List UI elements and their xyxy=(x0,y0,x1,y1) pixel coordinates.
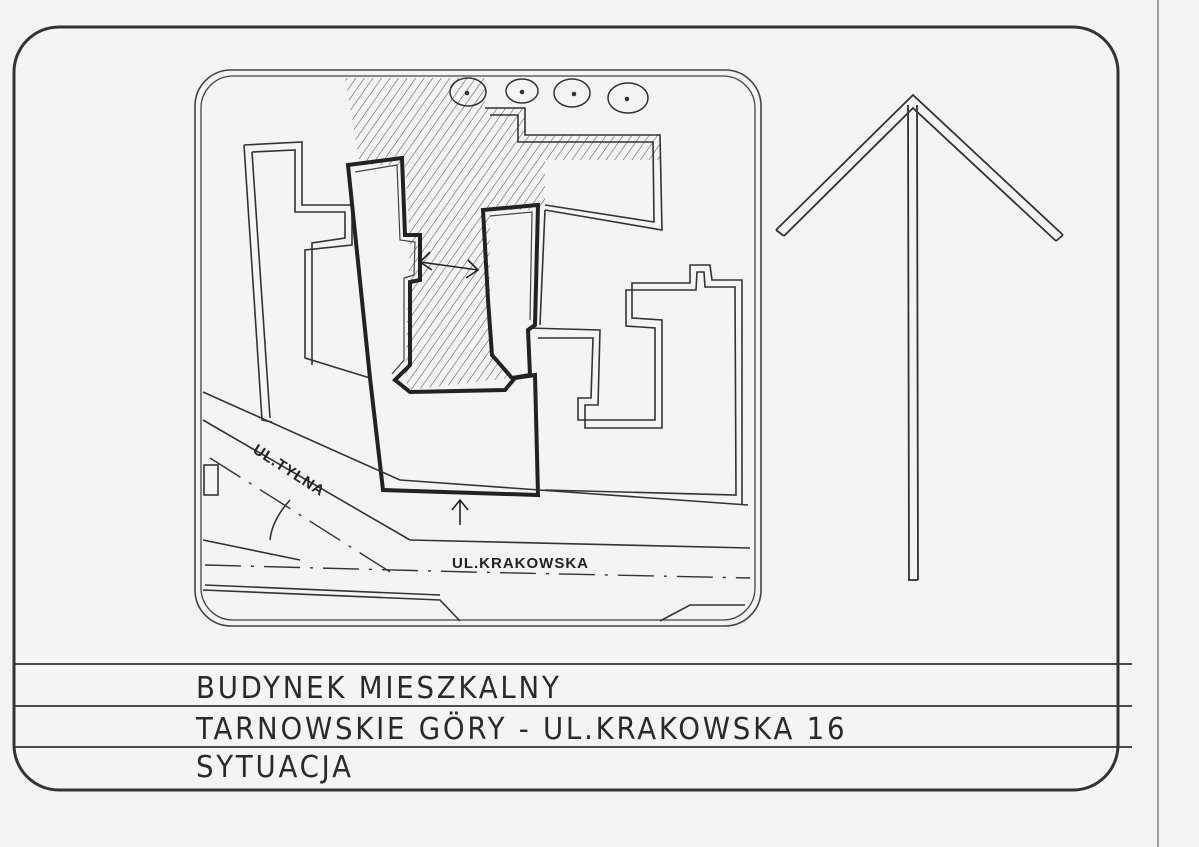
plan-frame xyxy=(194,69,762,627)
title-building-type: BUDYNEK MIESZKALNY xyxy=(196,671,562,706)
building-east xyxy=(527,264,743,505)
sheet-frame xyxy=(12,25,1120,792)
street-edge xyxy=(202,419,411,541)
trees xyxy=(449,77,649,114)
street-label-krakowska: UL.KRAKOWSKA xyxy=(452,555,589,572)
street-centerline xyxy=(204,564,751,579)
building-main-outline xyxy=(345,155,541,498)
tree-icon xyxy=(553,78,591,108)
tree-icon xyxy=(449,77,487,107)
street-edge xyxy=(409,539,751,549)
title-sheet-name: SYTUACJA xyxy=(196,750,354,785)
tree-icon xyxy=(607,82,649,114)
street-edge xyxy=(202,589,461,622)
tree-icon xyxy=(505,78,539,104)
street-centerline xyxy=(209,457,396,576)
courtyard-hatch xyxy=(345,78,660,390)
passage-double-arrow-icon xyxy=(418,251,480,279)
plan-frame-inner xyxy=(200,75,756,621)
streets xyxy=(202,391,751,622)
street-edge xyxy=(202,391,401,481)
entrance-arrow-icon xyxy=(451,498,469,525)
main-building xyxy=(345,155,541,498)
street-edge xyxy=(399,479,749,506)
north-arrow-icon xyxy=(775,93,1064,581)
building-west xyxy=(243,141,371,379)
neighbouring-buildings xyxy=(243,107,743,505)
building-north xyxy=(485,107,663,231)
title-location: TARNOWSKIE GÖRY - UL.KRAKOWSKA 16 xyxy=(196,712,848,747)
